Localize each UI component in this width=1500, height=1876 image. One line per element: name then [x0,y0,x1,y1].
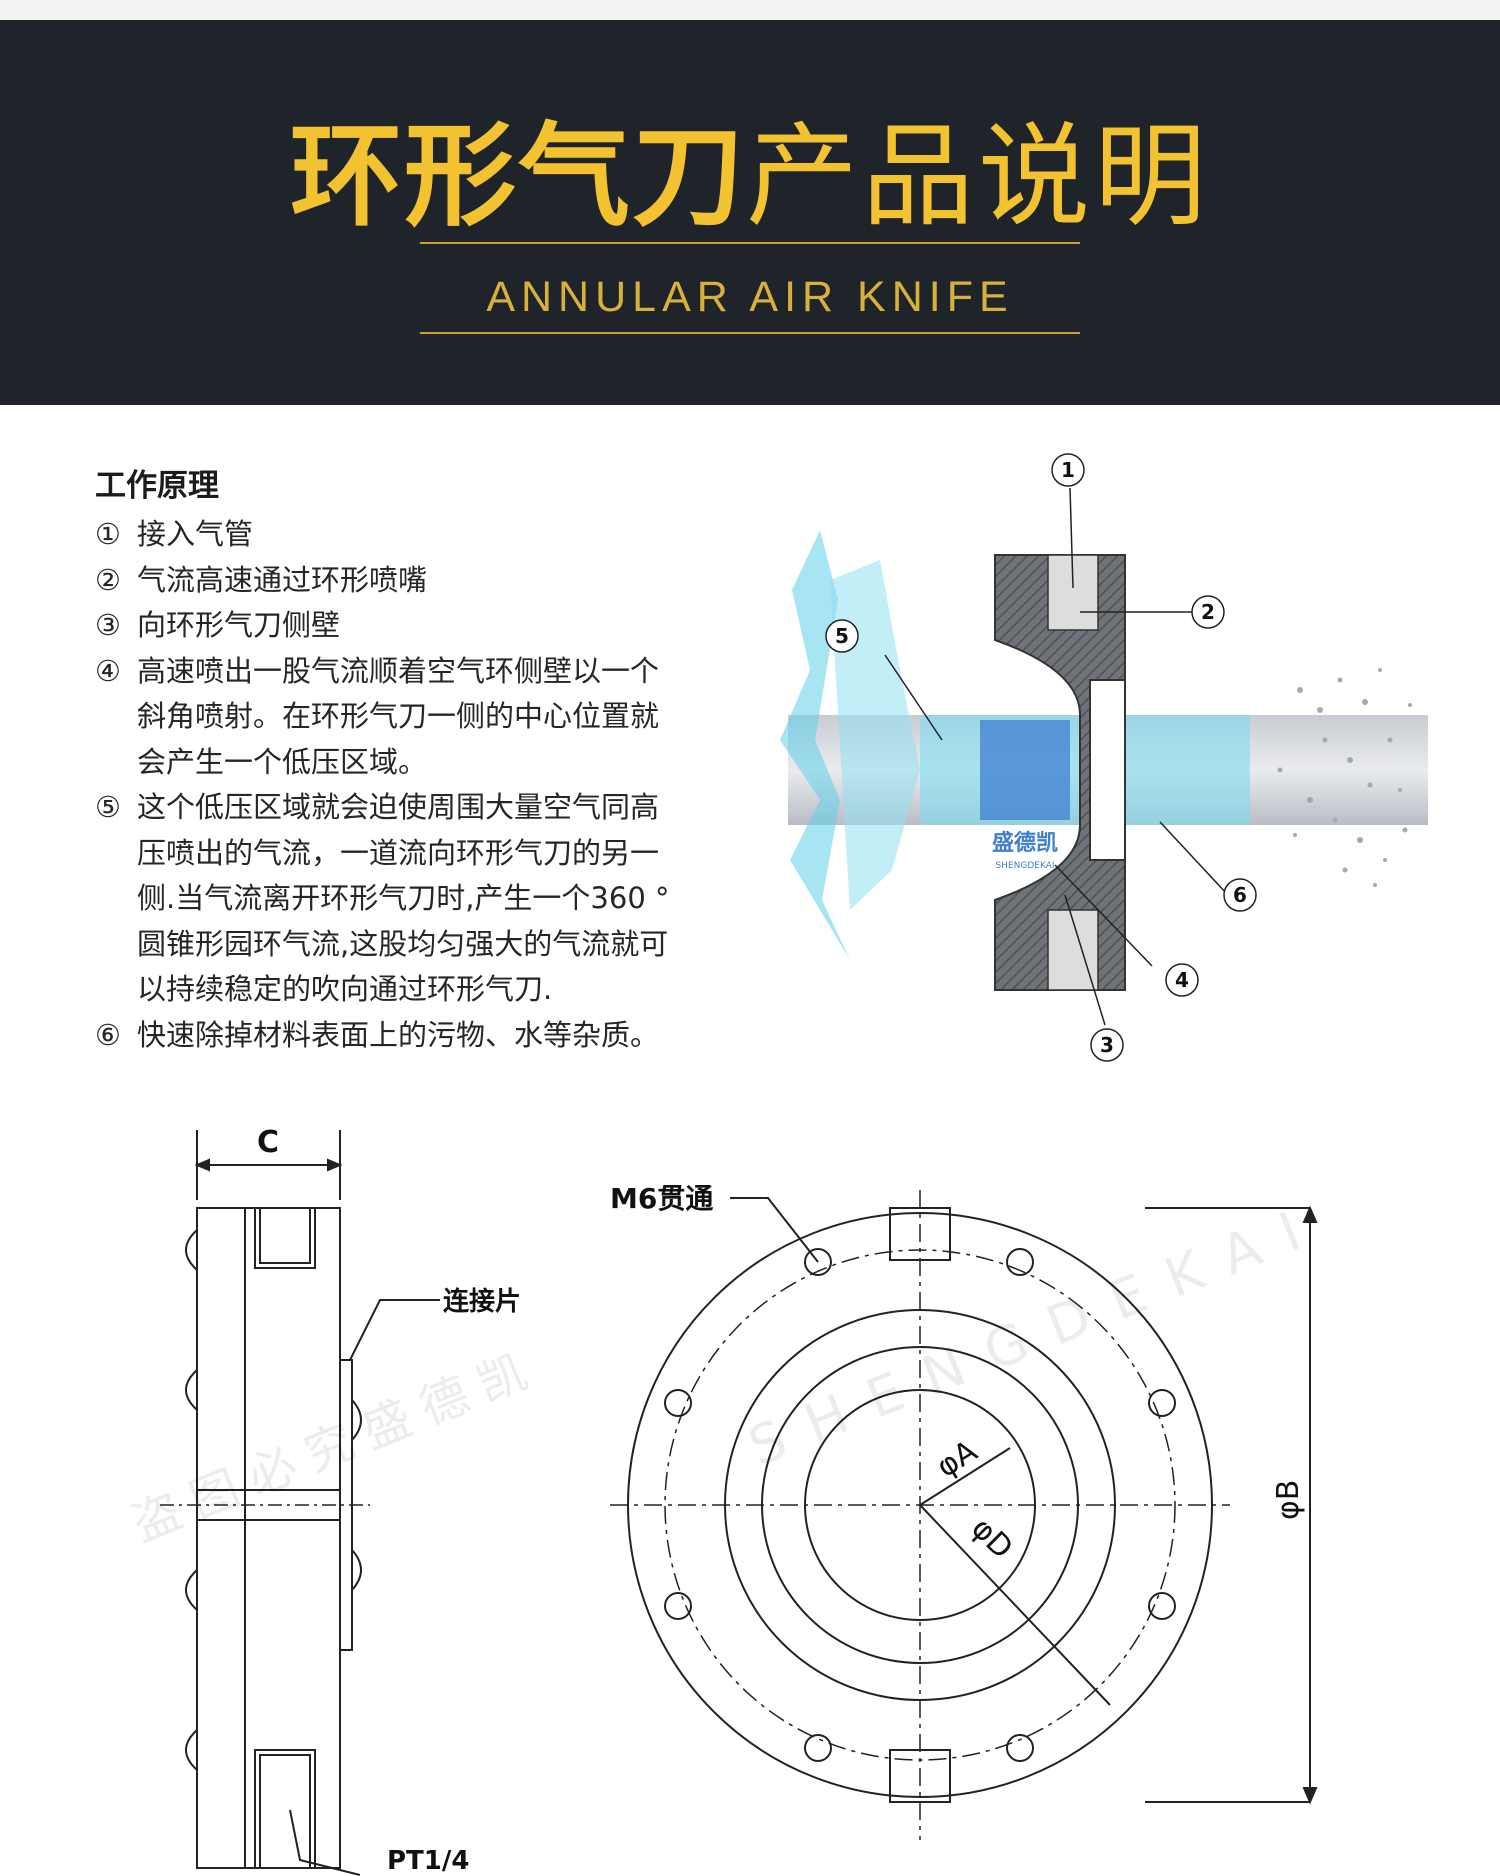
callout-labels: 1 2 3 4 5 6 [835,458,1247,1057]
side-view-drawing: C 连接片 [160,1125,521,1876]
principle-step-1: ① 接入气管 [95,512,745,558]
banner-subtitle: ANNULAR AIR KNIFE [486,273,1014,321]
step-number: ⑥ [95,1017,121,1052]
ring-body-section [994,554,1126,991]
logo-text-en: SHENGDEKAI [995,861,1054,871]
working-principle: 工作原理 ① 接入气管 ② 气流高速通过环形喷嘴 ③ 向环形气刀侧壁 ④ 高速喷… [95,464,745,1058]
banner-title-bold: 环形气刀 [290,112,746,242]
callout-6: 6 [1233,883,1247,907]
dim-a-label: φA [931,1433,984,1484]
dim-d-label: φD [964,1511,1019,1566]
m6-label: M6贯通 [610,1182,713,1215]
step-text: 快速除掉材料表面上的污物、水等杂质。 [137,1017,660,1052]
step-text: 接入气管 [137,517,254,551]
callouts [825,453,1257,1062]
step-number: ⑤ [95,790,121,824]
callout-2: 2 [1201,600,1215,624]
top-strip [0,0,1500,20]
airflow-cone [780,530,850,960]
principle-step-3: ③ 向环形气刀侧壁 [95,603,745,649]
callout-5: 5 [835,624,849,648]
step-text: 高速喷出一股气流顺着空气环侧壁以一个 斜角喷射。在环形气刀一侧的中心位置就 会产… [137,653,660,779]
connector-label: 连接片 [443,1287,521,1317]
banner-title-light: 产品说明 [746,112,1210,242]
thread-label: PT1/4 [387,1846,470,1876]
step-text: 向环形气刀侧壁 [137,608,341,642]
airflow-inner [830,560,920,910]
callout-6-circle [1223,878,1257,912]
water-spray [1277,668,1412,887]
dim-c-label: C [257,1125,279,1160]
title-banner: 环形气刀产品说明 ANNULAR AIR KNIFE [0,20,1500,405]
principle-step-6: ⑥ 快速除掉材料表面上的污物、水等杂质。 [95,1013,745,1059]
callout-4: 4 [1175,968,1189,992]
callout-3: 3 [1100,1033,1114,1057]
callout-1-circle [1051,453,1085,487]
step-text: 这个低压区域就会迫使周围大量空气同高 压喷出的气流，一道流向环形气刀的另一 侧.… [137,790,670,1006]
subtitle-bottom-rule [420,332,1080,334]
subtitle-top-rule [420,242,1080,244]
step-text: 气流高速通过环形喷嘴 [137,562,428,597]
step-number: ④ [95,653,121,688]
shengdekai-logo: 盛德凯 SHENGDEKAI [980,720,1070,871]
step-number: ② [95,562,121,597]
principle-step-4: ④ 高速喷出一股气流顺着空气环侧壁以一个 斜角喷射。在环形气刀一侧的中心位置就 … [95,649,745,786]
step-number: ① [95,517,121,551]
callout-4-circle [1165,963,1199,997]
principle-heading: 工作原理 [95,468,219,504]
callout-5-circle [825,619,859,653]
banner-title: 环形气刀产品说明 [0,112,1500,242]
principle-step-2: ② 气流高速通过环形喷嘴 [95,558,745,604]
step-number: ③ [95,608,121,642]
principle-step-5: ⑤ 这个低压区域就会迫使周围大量空气同高 压喷出的气流，一道流向环形气刀的另一 … [95,785,745,1013]
dim-b-label: φB [1271,1480,1306,1520]
callout-2-circle [1191,595,1225,629]
callout-1: 1 [1061,458,1075,482]
logo-text-cn: 盛德凯 [992,830,1058,856]
air-knife-cross-section-diagram: 盛德凯 SHENGDEKAI 1 2 3 4 5 6 [780,453,1428,1062]
callout-3-circle [1090,1028,1124,1062]
nozzle-gap [1089,679,1126,861]
front-view-drawing: M6贯通 φA φD φB [610,1182,1318,1840]
